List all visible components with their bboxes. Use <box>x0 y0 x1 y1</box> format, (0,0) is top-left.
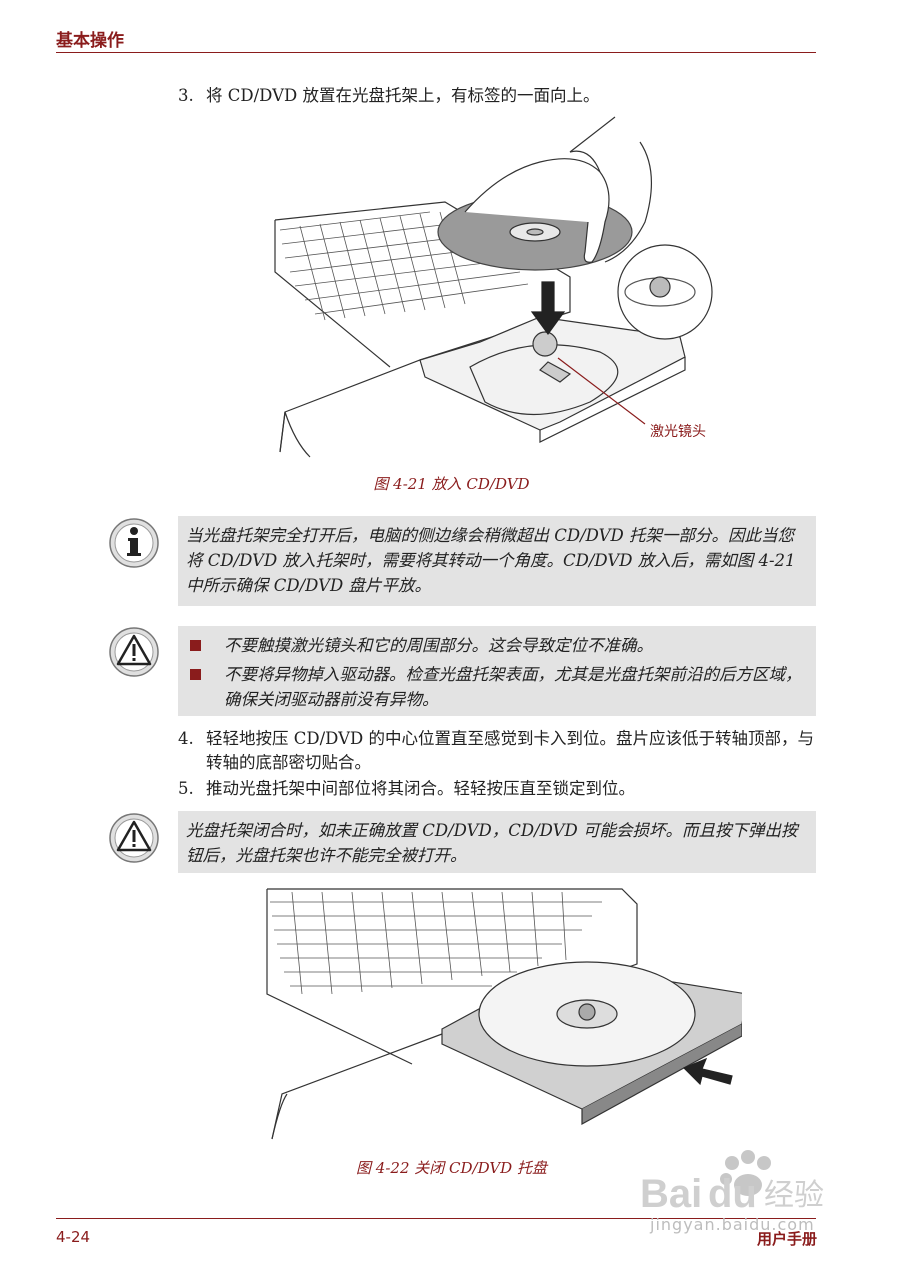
figure-insert-cd-illustration <box>274 116 713 458</box>
caution-bullet: 不要将异物掉入驱动器。检查光盘托架表面，尤其是光盘托架前沿的后方区域，确保关闭驱… <box>186 662 808 712</box>
step-number: 3. <box>178 86 194 105</box>
step-text: 轻轻地按压 CD/DVD 的中心位置直至感觉到卡入到位。盘片应该低于转轴顶部，与… <box>206 729 814 772</box>
caution-note-2: 光盘托架闭合时，如未正确放置 CD/DVD，CD/DVD 可能会损坏。而且按下弹… <box>178 811 816 873</box>
info-icon <box>109 518 159 568</box>
step-3: 3. 将 CD/DVD 放置在光盘托架上，有标签的一面向上。 <box>178 84 600 108</box>
watermark-url: jingyan.baidu.com <box>650 1215 815 1234</box>
page-number: 4-24 <box>56 1228 91 1246</box>
footer-manual-label: 用户手册 <box>756 1230 817 1248</box>
caution-bullet-text: 不要将异物掉入驱动器。检查光盘托架表面，尤其是光盘托架前沿的后方区域，确保关闭驱… <box>224 665 802 709</box>
svg-text:经验: 经验 <box>764 1178 824 1213</box>
figure-caption-4-21: 图 4-21 放入 CD/DVD <box>373 475 530 493</box>
bullet-square-icon <box>190 669 201 680</box>
baidu-watermark-logo: Bai du 经验 <box>640 1150 824 1216</box>
laser-lens-callout: 激光镜头 <box>650 424 706 440</box>
footer-divider <box>56 1218 816 1219</box>
header-divider <box>56 52 816 53</box>
step-text: 将 CD/DVD 放置在光盘托架上，有标签的一面向上。 <box>206 86 600 105</box>
warning-icon <box>109 627 159 677</box>
svg-text:Bai: Bai <box>640 1172 702 1216</box>
figure-close-tray-illustration <box>266 888 742 1140</box>
header-title: 基本操作 <box>56 31 124 51</box>
info-note: 当光盘托架完全打开后，电脑的侧边缘会稍微超出 CD/DVD 托架一部分。因此当您… <box>178 516 816 606</box>
caution-bullet: 不要触摸激光镜头和它的周围部分。这会导致定位不准确。 <box>186 633 808 658</box>
warning-icon <box>109 813 159 863</box>
step-text: 推动光盘托架中间部位将其闭合。轻轻按压直至锁定到位。 <box>206 779 635 798</box>
svg-text:du: du <box>708 1172 757 1216</box>
caution-note-1: 不要触摸激光镜头和它的周围部分。这会导致定位不准确。 不要将异物掉入驱动器。检查… <box>178 626 816 716</box>
step-4: 4. 轻轻地按压 CD/DVD 的中心位置直至感觉到卡入到位。盘片应该低于转轴顶部… <box>178 727 818 775</box>
caution-bullet-text: 不要触摸激光镜头和它的周围部分。这会导致定位不准确。 <box>224 636 653 655</box>
step-number: 5. <box>178 779 194 798</box>
bullet-square-icon <box>190 640 201 651</box>
step-number: 4. <box>178 729 194 748</box>
figure-caption-4-22: 图 4-22 关闭 CD/DVD 托盘 <box>356 1159 547 1177</box>
step-5: 5. 推动光盘托架中间部位将其闭合。轻轻按压直至锁定到位。 <box>178 777 635 801</box>
